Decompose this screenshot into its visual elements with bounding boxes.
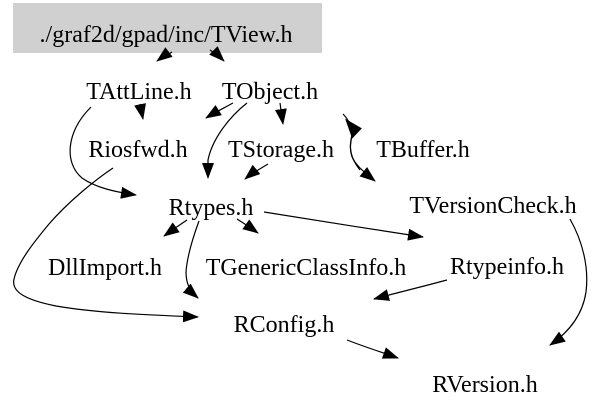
node-riosfwd[interactable]: Riosfwd.h bbox=[88, 137, 187, 163]
node-tgenericclassinfo[interactable]: TGenericClassInfo.h bbox=[206, 255, 407, 281]
edge-rtypeinfo-to-rconfig bbox=[373, 279, 448, 301]
node-rversion[interactable]: RVersion.h bbox=[432, 372, 537, 398]
edge-tobject-to-tstorage bbox=[274, 102, 287, 125]
edge-tobject-to-tversioncheck bbox=[342, 113, 376, 182]
edge-tversioncheck-to-rversion bbox=[549, 218, 588, 346]
edge-tobject-to-riosfwd bbox=[205, 102, 234, 119]
edge-rtypes-to-rconfig bbox=[182, 220, 200, 299]
node-tstorage[interactable]: TStorage.h bbox=[228, 137, 334, 163]
current-file-node-box bbox=[13, 3, 322, 53]
node-rtypes[interactable]: Rtypes.h bbox=[169, 195, 254, 221]
edge-tattline-to-rtypes bbox=[69, 106, 137, 199]
node-tbuffer[interactable]: TBuffer.h bbox=[376, 137, 470, 163]
edge-tview-to-tattline bbox=[156, 47, 173, 62]
node-label-group: ./graf2d/gpad/inc/TView.h TAttLine.h TOb… bbox=[40, 22, 577, 398]
node-tattline[interactable]: TAttLine.h bbox=[86, 79, 191, 105]
edge-tview-to-tobject bbox=[209, 46, 225, 62]
edge-rconfig-to-rversion bbox=[346, 339, 399, 359]
node-rtypeinfo[interactable]: Rtypeinfo.h bbox=[450, 254, 564, 280]
edge-riosfwd-to-rconfig bbox=[13, 167, 199, 323]
edge-rtypes-to-dllimport bbox=[163, 219, 188, 237]
node-rconfig[interactable]: RConfig.h bbox=[234, 312, 335, 338]
node-tview: ./graf2d/gpad/inc/TView.h bbox=[40, 22, 293, 48]
edge-rtypes-to-tgenericclassinfo bbox=[236, 218, 259, 234]
node-tversioncheck[interactable]: TVersionCheck.h bbox=[409, 193, 576, 219]
edge-tstorage-to-rtypes bbox=[244, 163, 269, 180]
edge-tobject-to-rtypes bbox=[202, 102, 248, 179]
node-dllimport[interactable]: DllImport.h bbox=[48, 255, 162, 281]
node-tobject[interactable]: TObject.h bbox=[222, 79, 318, 105]
edge-rtypes-to-rtypeinfo bbox=[263, 211, 424, 241]
edge-tbuffer-to-tobject bbox=[345, 118, 362, 171]
edge-group bbox=[13, 46, 588, 359]
edge-tattline-to-riosfwd bbox=[134, 103, 146, 120]
